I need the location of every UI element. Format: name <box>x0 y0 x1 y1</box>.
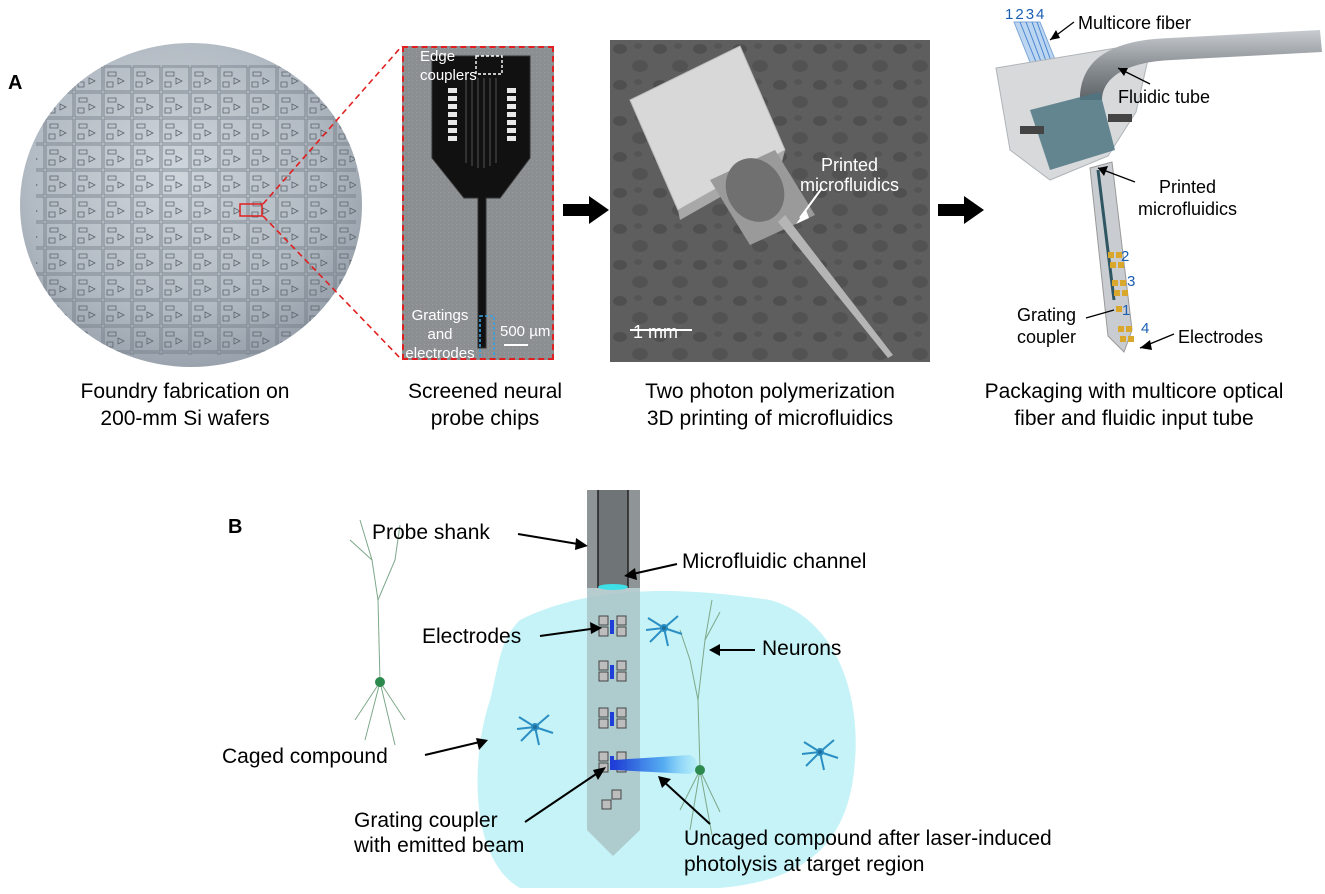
wafer-highlight-box <box>239 203 263 217</box>
caption-printing: Two photon polymerization 3D printing of… <box>645 380 895 430</box>
probe-shank-label: Probe shank <box>372 521 490 544</box>
emitted-beam <box>614 755 698 774</box>
probe-number-3: 3 <box>1127 273 1136 290</box>
fiber-numbers: 1 2 3 4 <box>1005 6 1044 23</box>
neuron-right <box>679 599 721 836</box>
electrodes-label-b: Electrodes <box>422 625 522 648</box>
process-arrow-1 <box>563 196 609 224</box>
fiber-number-4: 4 <box>1036 6 1045 23</box>
fiber-number-1: 1 <box>1005 6 1014 23</box>
process-arrow-2 <box>938 196 984 224</box>
panel-label-b: B <box>228 516 243 538</box>
probe-number-1: 1 <box>1122 302 1131 319</box>
fiber-number-3: 3 <box>1025 6 1035 23</box>
sem-image <box>610 40 930 362</box>
fiber-number-2: 2 <box>1015 6 1024 23</box>
chip-drawing <box>404 48 552 358</box>
caged-compound-region <box>477 591 856 888</box>
wafer-photo <box>20 43 362 367</box>
package-printed-microfluidics-label: Printed microfluidics <box>1138 177 1238 219</box>
channel-outlet <box>598 584 628 590</box>
neuron-left <box>349 519 406 746</box>
glia-cells <box>516 615 839 771</box>
chip-photo <box>402 46 554 360</box>
gratings-electrodes-label: Gratings and electrodes <box>405 307 475 362</box>
edge-couplers-label: Edge couplers <box>420 48 477 84</box>
sem-scale-label: 1 mm <box>633 322 678 342</box>
probe-number-2: 2 <box>1121 248 1130 265</box>
grating-beam-label: Grating coupler with emitted beam <box>354 809 525 857</box>
sem-printed-microfluidics-label: Printed microfluidics <box>800 155 900 195</box>
fluidic-tube-label: Fluidic tube <box>1118 87 1211 107</box>
microfluidic-channel-label: Microfluidic channel <box>682 550 867 573</box>
caption-chips: Screened neural probe chips <box>407 380 563 430</box>
grating-coupler-label: Grating coupler <box>1017 305 1077 347</box>
uncaged-compound-label: Uncaged compound after laser-induced pho… <box>684 827 1052 876</box>
electrodes-label-a: Electrodes <box>1178 327 1264 347</box>
package-illustration <box>995 21 1322 353</box>
caption-wafer: Foundry fabrication on 200-mm Si wafers <box>80 380 290 430</box>
multicore-fiber-label: Multicore fiber <box>1078 13 1192 33</box>
probe-number-4: 4 <box>1141 320 1150 337</box>
chip-scale-label: 500 µm <box>500 323 551 340</box>
neurons-label: Neurons <box>762 637 842 660</box>
caption-packaging: Packaging with multicore optical fiber a… <box>984 380 1284 430</box>
caged-compound-label: Caged compound <box>222 745 388 768</box>
panel-label-a: A <box>8 72 23 94</box>
